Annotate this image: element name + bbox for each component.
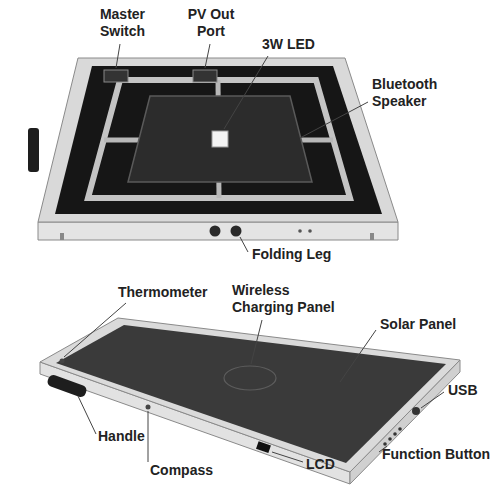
leader-line — [272, 452, 303, 462]
part-label: Solar Panel — [380, 316, 456, 333]
leader-line — [116, 44, 120, 68]
leader-line — [421, 392, 444, 408]
button-dot — [393, 432, 397, 436]
speaker-panel — [128, 96, 312, 182]
part-label: Compass — [150, 462, 213, 479]
leader-line — [148, 411, 149, 462]
case-rim — [38, 58, 398, 222]
button-dot — [398, 427, 402, 431]
leader-line — [64, 303, 126, 357]
leg-knob — [210, 226, 221, 237]
case-mark — [60, 233, 64, 240]
button-dot — [388, 437, 392, 441]
case-handle — [28, 128, 39, 172]
leader-line — [240, 237, 248, 252]
part-label: Handle — [98, 428, 145, 445]
leader-line — [78, 396, 96, 434]
pv-port — [193, 70, 217, 82]
panel-handle — [46, 374, 88, 399]
part-label: USB — [448, 382, 478, 399]
folding-leg-frame — [88, 80, 350, 198]
part-label: 3W LED — [262, 36, 315, 53]
case-interior — [55, 66, 382, 214]
lcd-window — [256, 441, 271, 453]
case-dot — [308, 229, 312, 233]
leader-line — [224, 56, 268, 129]
leader-line — [205, 44, 210, 68]
charging-area — [224, 366, 276, 390]
part-label: Bluetooth Speaker — [372, 76, 462, 110]
thermometer-dot — [60, 359, 65, 364]
part-label: Thermometer — [118, 284, 207, 301]
usb-port — [412, 407, 420, 415]
part-label: Wireless Charging Panel — [232, 282, 348, 316]
leg-knob — [231, 226, 242, 237]
case-dot — [298, 229, 302, 233]
part-label: PV Out Port — [180, 6, 242, 40]
open-case — [28, 58, 398, 240]
led-square — [212, 131, 228, 147]
part-label: Folding Leg — [252, 246, 331, 263]
case-mark — [370, 233, 374, 240]
button-dot — [383, 442, 387, 446]
solar-surface — [56, 325, 446, 463]
part-label: Function Button — [382, 446, 490, 463]
part-label: LCD — [306, 456, 335, 473]
master-switch — [104, 70, 128, 82]
case-front-face — [38, 222, 398, 240]
compass-dot — [146, 405, 151, 410]
leader-line — [251, 320, 262, 364]
leader-line — [340, 330, 376, 382]
leader-line — [300, 102, 368, 138]
part-label: Master Switch — [85, 6, 160, 40]
